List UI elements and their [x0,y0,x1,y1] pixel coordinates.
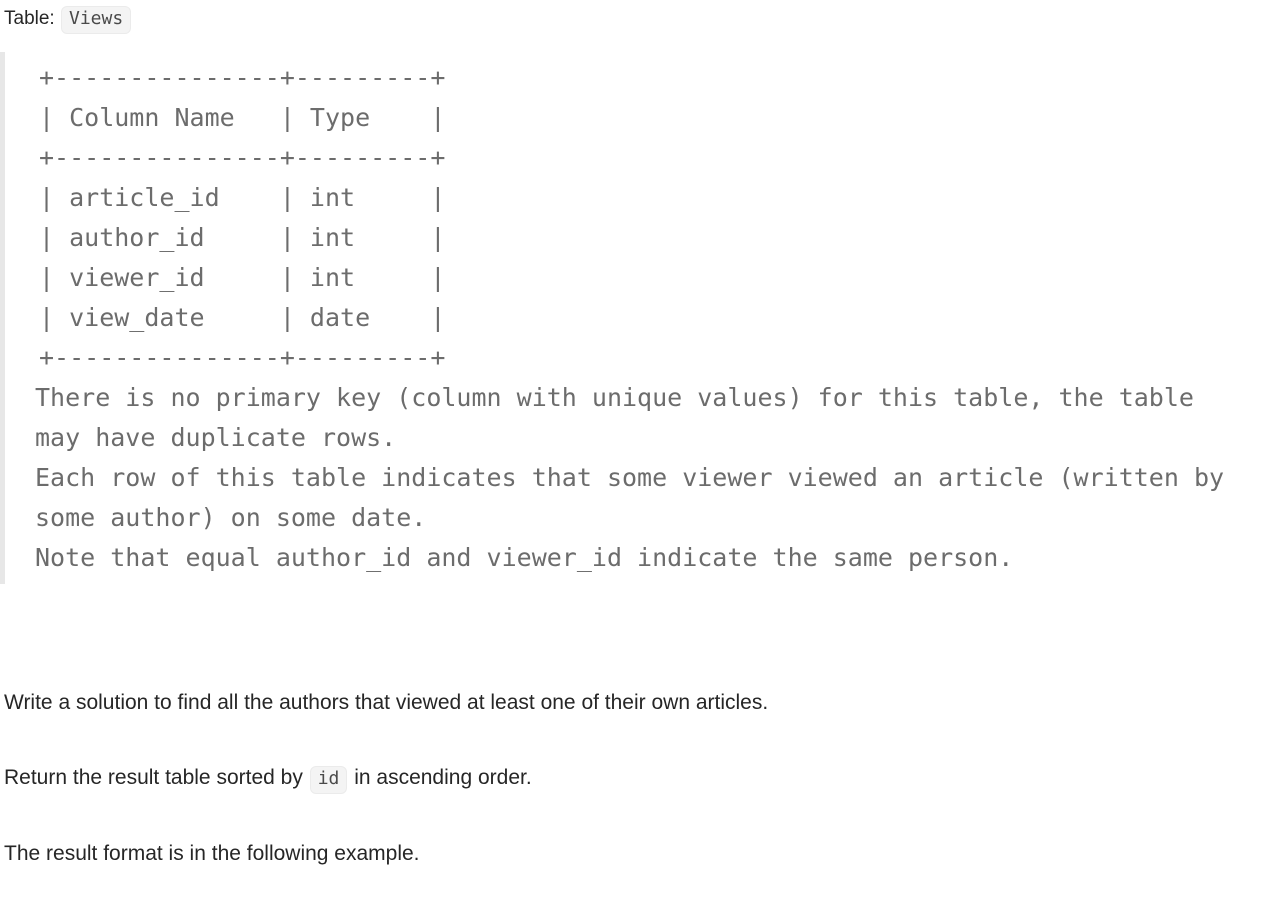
sort-instruction-prefix: Return the result table sorted by [4,766,303,789]
schema-row: | article_id | int | [39,183,446,212]
table-name-code-chip: Views [60,6,132,34]
schema-row: | view_date | date | [39,303,446,332]
schema-header-row: | Column Name | Type | [39,103,446,132]
schema-row: | author_id | int | [39,223,446,252]
schema-note: Each row of this table indicates that so… [35,463,1240,532]
sort-instruction: Return the result table sorted by id in … [4,763,1288,794]
schema-divider-mid: +---------------+---------+ [39,143,446,172]
id-code-chip: id [309,766,348,794]
sort-instruction-suffix: in ascending order. [354,766,532,789]
prose-section: Write a solution to find all the authors… [0,688,1288,869]
problem-description-page: Table: Views +---------------+---------+… [0,0,1288,869]
schema-note: There is no primary key (column with uni… [35,383,1210,452]
schema-note: Note that equal author_id and viewer_id … [35,543,1014,572]
table-heading: Table: Views [0,0,1288,38]
table-label: Table: [4,8,55,29]
schema-blockquote: +---------------+---------+ | Column Nam… [0,52,1288,584]
task-statement: Write a solution to find all the authors… [4,691,769,714]
schema-divider-top: +---------------+---------+ [39,63,446,92]
result-format-note: The result format is in the following ex… [4,841,420,865]
schema-divider-bottom: +---------------+---------+ [39,343,446,372]
schema-row: | viewer_id | int | [39,263,446,292]
